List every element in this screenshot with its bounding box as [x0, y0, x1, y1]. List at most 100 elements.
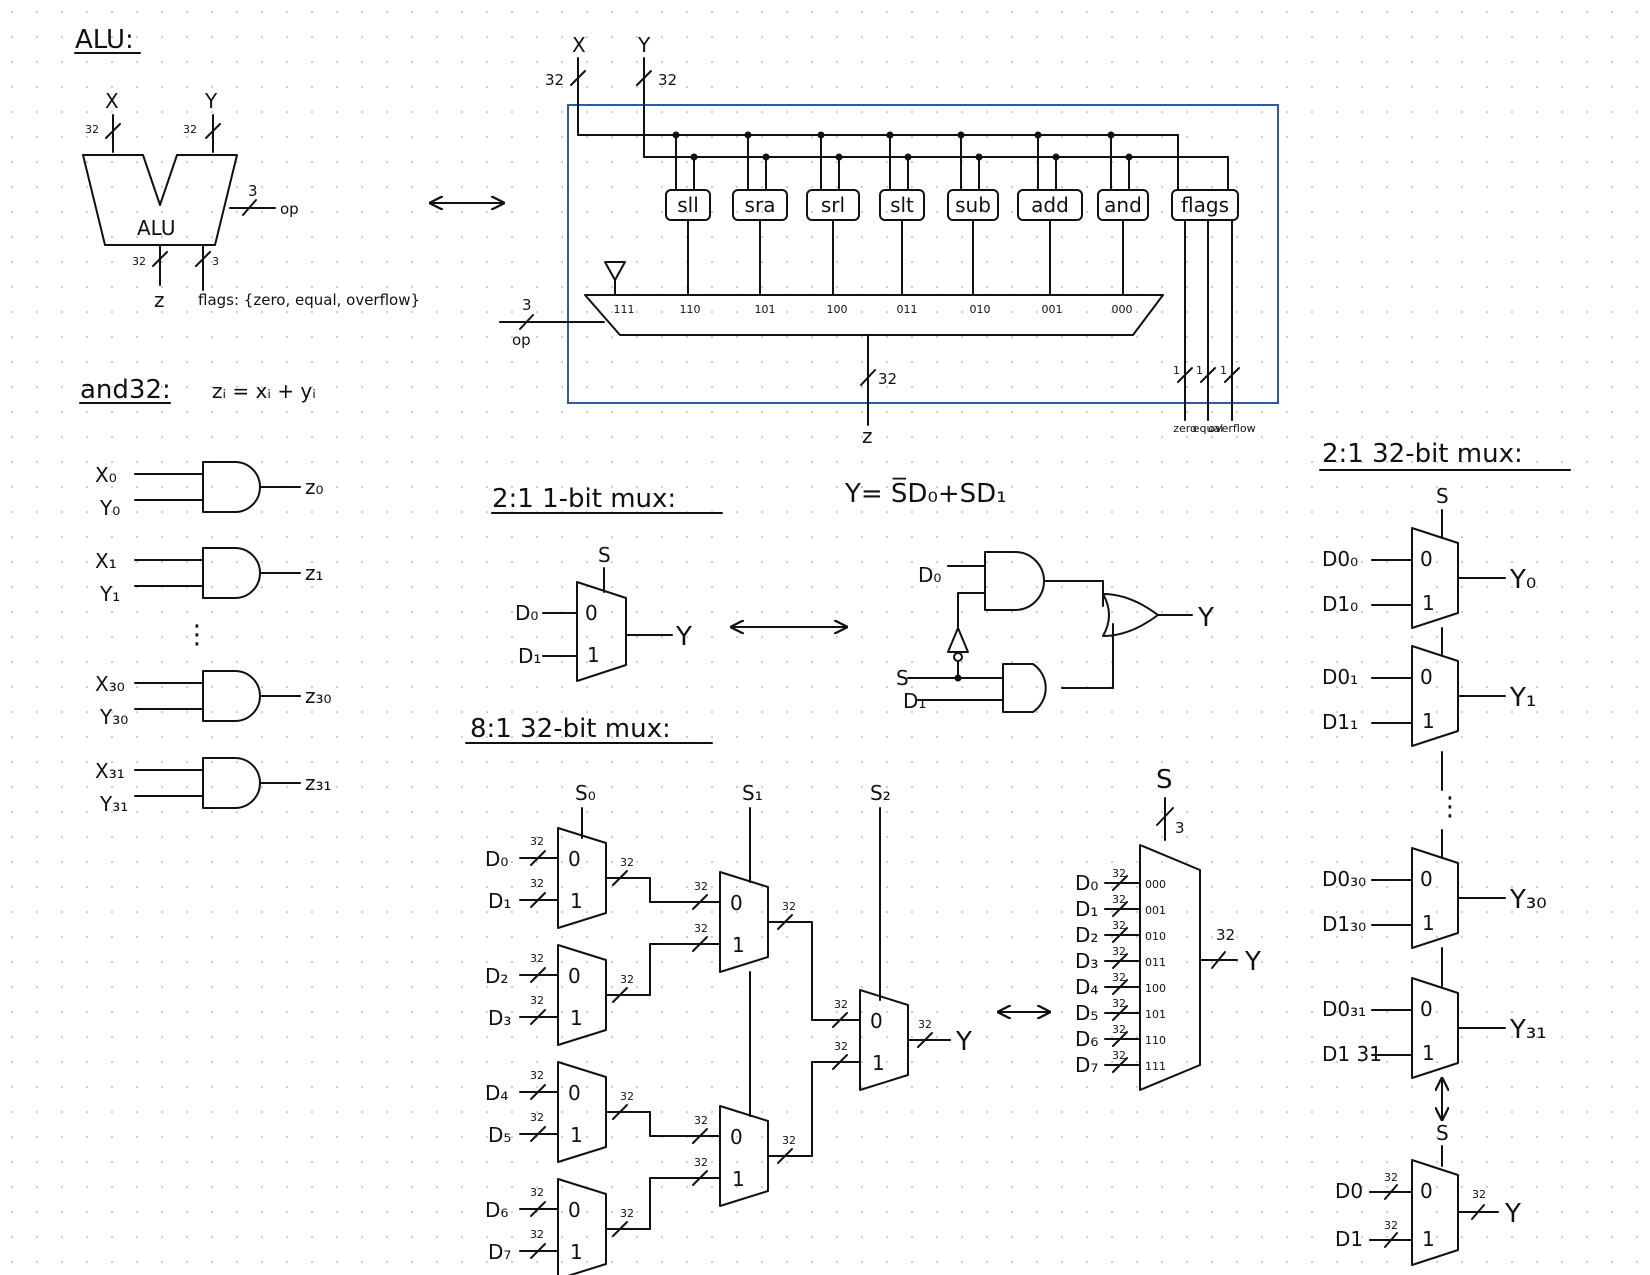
alu-flag-label: equal: [1193, 422, 1224, 435]
alu-unit-label: slt: [890, 193, 914, 217]
mux8-stage1-mux: [557, 1178, 607, 1275]
alu-body-label: ALU: [137, 216, 175, 240]
bus-slash: [530, 1243, 546, 1259]
and-output-z: z₀: [305, 475, 324, 499]
mux-in0-label: 0: [730, 1125, 743, 1149]
bus-slash: [917, 1032, 933, 1048]
alu-boundary-box: [567, 104, 1279, 404]
alu-unit-label: srl: [821, 193, 845, 217]
junction-dot: [886, 131, 894, 139]
alu-mux-code: 101: [755, 303, 776, 316]
junction-dot: [975, 153, 983, 161]
mux8-select-s0: S₀: [575, 781, 596, 805]
mux8-input-label: D₆: [485, 1198, 508, 1222]
bus-slash: [1112, 979, 1128, 995]
alu-int-y-width: 32: [658, 71, 677, 89]
bus-slash: [612, 870, 628, 886]
mux2-32-d0: D0₁: [1322, 665, 1358, 689]
mux2-32-y: Y₃₀: [1509, 885, 1547, 915]
and-output-z: z₃₁: [305, 771, 332, 795]
mux2-32-d1: D1₁: [1322, 710, 1358, 734]
and32-title: and32:: [80, 375, 171, 405]
mux8sym-code: 011: [1145, 956, 1166, 969]
mux-in1-label: 1: [570, 889, 583, 913]
mux2-1bit-section: 2:1 1-bit mux: Y= S̅D₀+SD₁ S 0 1 D₀ D₁ Y…: [491, 477, 1214, 713]
mux2-in1: 1: [587, 643, 600, 667]
bus-slash: [777, 1148, 793, 1164]
alu-output-mux: [584, 294, 1164, 336]
bus-width: 32: [620, 1207, 634, 1220]
mux8sym-body: [1139, 844, 1201, 1091]
mux2g-or-gate: [1102, 593, 1159, 637]
bus-slash: [1112, 953, 1128, 969]
bus-slash: [692, 1170, 708, 1186]
and-gate: [202, 757, 261, 809]
mux-in0-label: 0: [870, 1009, 883, 1033]
mux8sym-s-label: S: [1156, 765, 1173, 795]
mux-in0-label: 0: [568, 1198, 581, 1222]
bus-slash: [1200, 367, 1216, 383]
alu-y-label: Y: [204, 89, 218, 113]
mux8-tree: 013232D₀D₁32013232D₂D₃32013232D₄D₅320132…: [485, 781, 972, 1275]
junction-dot: [1107, 131, 1115, 139]
bus-width: 32: [620, 1090, 634, 1103]
mux-in1-label: 1: [872, 1051, 885, 1075]
and-input-y: Y₁: [99, 582, 120, 606]
mux8-select-s1: S₁: [742, 781, 763, 805]
and-input-x: X₃₁: [95, 759, 125, 783]
bus-slash: [1112, 1005, 1128, 1021]
mux2-32-y: Y₃₁: [1509, 1015, 1547, 1045]
mux8-input-label: D₂: [485, 964, 508, 988]
mux8-stage2-mux: [719, 871, 769, 973]
alu-mux-code: 001: [1042, 303, 1063, 316]
bus-width: 32: [918, 1018, 932, 1031]
bus-slash: [692, 936, 708, 952]
alu-unit-box: [1171, 189, 1239, 221]
and32-equation: zᵢ = xᵢ + yᵢ: [212, 379, 316, 403]
mux8sym-width: 32: [1112, 971, 1126, 984]
mux-in1-label: 1: [1422, 911, 1435, 935]
bus-width: 32: [834, 998, 848, 1011]
alu-unit-label: sra: [745, 193, 776, 217]
junction-dot: [957, 131, 965, 139]
bus-slash: [1112, 927, 1128, 943]
and-output-z: z₃₀: [305, 684, 332, 708]
mux8-stage3-mux: [859, 989, 909, 1091]
mux-in1-label: 1: [732, 933, 745, 957]
alu-flag-width: 1: [1220, 364, 1227, 377]
alu-int-z-width: 32: [878, 370, 897, 388]
junction-dot: [690, 153, 698, 161]
mux2-32-sym-d1w: 32: [1384, 1219, 1398, 1232]
and32-section: and32: zᵢ = xᵢ + yᵢ X₀Y₀z₀X₁Y₁z₁X₃₀Y₃₀z₃…: [79, 375, 332, 816]
alu-shape: [82, 154, 238, 246]
bus-slash: [530, 1201, 546, 1217]
mux2-32-d0: D0₃₁: [1322, 997, 1366, 1021]
mux-in0-label: 0: [730, 891, 743, 915]
mux8sym-code: 010: [1145, 930, 1166, 943]
mux2-1bit-equation: Y= S̅D₀+SD₁: [844, 477, 1007, 509]
mux8sym-width: 32: [1112, 867, 1126, 880]
alu-mux-code: 000: [1112, 303, 1133, 316]
junction-dot: [672, 131, 680, 139]
mux2-32-d1: D1 31: [1322, 1042, 1382, 1066]
mux8sym-input: D₇: [1075, 1053, 1098, 1077]
mux8sym-y-width: 32: [1216, 926, 1235, 944]
bus-width: 32: [530, 994, 544, 1007]
mux-in1-label: 1: [570, 1006, 583, 1030]
junction-dot: [762, 153, 770, 161]
alu-int-y-label: Y: [637, 33, 651, 57]
bus-width: 32: [620, 856, 634, 869]
mux2-32-d1: D1₃₀: [1322, 912, 1366, 936]
mux8-output-y: Y: [955, 1027, 972, 1057]
alu-z-width: 32: [132, 255, 146, 268]
mux8sym-code: 101: [1145, 1008, 1166, 1021]
alu-int-x-label: X: [572, 33, 586, 57]
mux-in1-label: 1: [570, 1240, 583, 1264]
mux8-section: 8:1 32-bit mux: 013232D₀D₁32013232D₂D₃32…: [465, 714, 1261, 1275]
mux2-1bit-body: [576, 581, 627, 682]
and-output-z: z₁: [305, 561, 324, 585]
mux2-32-s-label: S: [1436, 484, 1449, 508]
